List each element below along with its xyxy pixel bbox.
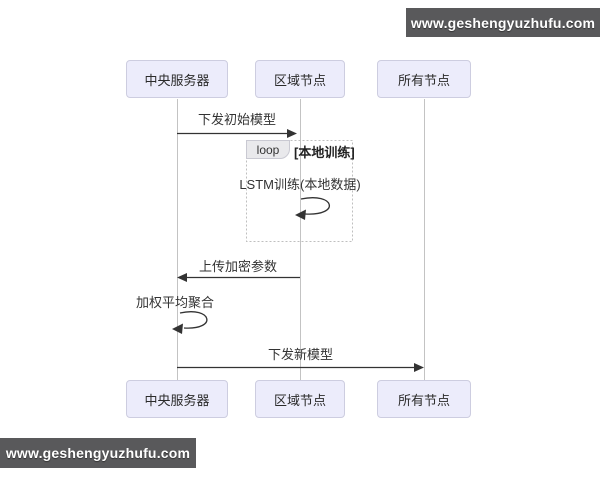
actor-label: 中央服务器 — [144, 72, 210, 88]
actor-central-server-top: 中央服务器 — [126, 60, 228, 98]
arrowhead-upload-params — [177, 273, 187, 282]
arrowhead-initial-model — [287, 129, 297, 138]
actor-all-nodes-bottom: 所有节点 — [377, 380, 471, 418]
message-label-aggregation: 加权平均聚合 — [135, 295, 214, 310]
message-label-new-model: 下发新模型 — [267, 347, 333, 362]
selfloop-aggregation — [179, 311, 208, 329]
loop-condition-label: [本地训练] — [294, 145, 355, 160]
actor-label: 区域节点 — [273, 72, 326, 88]
actor-label: 区域节点 — [273, 392, 326, 408]
actor-all-nodes-top: 所有节点 — [377, 60, 471, 98]
loop-frame — [246, 140, 353, 242]
watermark-bottom-left: www.geshengyuzhufu.com — [0, 438, 196, 468]
actor-label: 所有节点 — [397, 72, 450, 88]
actor-regional-node-top: 区域节点 — [255, 60, 345, 98]
actor-central-server-bottom: 中央服务器 — [126, 380, 228, 418]
message-label-lstm-training: LSTM训练(本地数据) — [239, 177, 361, 192]
loop-keyword-tab: loop — [246, 140, 290, 159]
loop-keyword-label: loop — [256, 142, 280, 157]
selfloop-lstm-training — [300, 197, 330, 215]
arrowhead-new-model — [414, 363, 424, 372]
watermark-top-right: www.geshengyuzhufu.com — [406, 8, 600, 37]
message-label-upload-params: 上传加密参数 — [198, 259, 277, 274]
arrowhead-aggregation — [172, 323, 183, 334]
arrowhead-lstm-training — [295, 209, 306, 220]
actor-label: 所有节点 — [397, 392, 450, 408]
actor-regional-node-bottom: 区域节点 — [255, 380, 345, 418]
actor-label: 中央服务器 — [144, 392, 210, 408]
message-label-initial-model: 下发初始模型 — [197, 112, 276, 127]
